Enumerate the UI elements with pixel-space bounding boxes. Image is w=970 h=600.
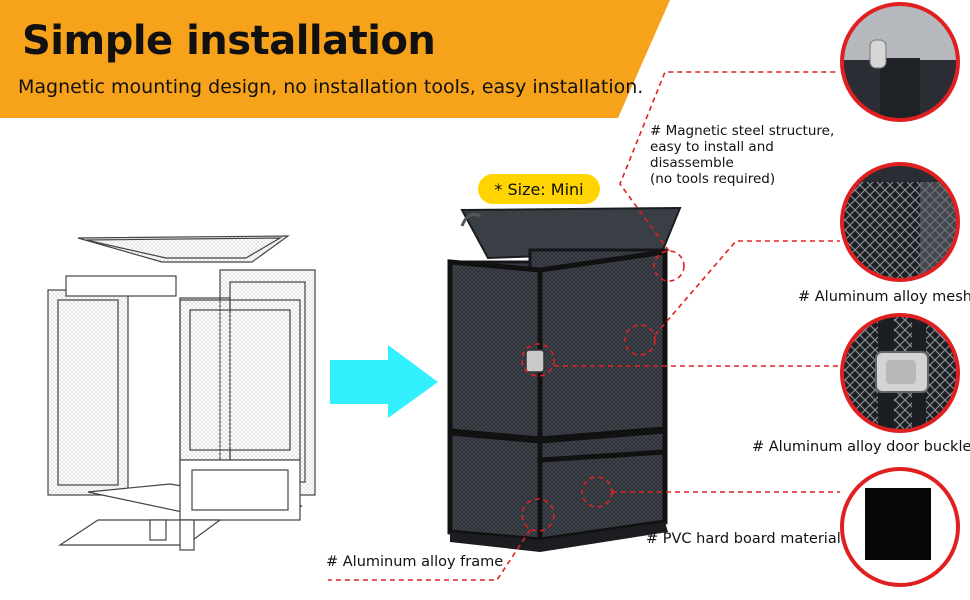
page-subtitle: Magnetic mounting design, no installatio… — [18, 76, 644, 98]
callout-magnetic-line1: # Magnetic steel structure, — [650, 123, 835, 139]
zoom-aluminum-mesh — [840, 162, 960, 282]
size-badge: * Size: Mini — [478, 174, 600, 204]
banner-shape — [0, 0, 670, 118]
page-title: Simple installation — [22, 18, 436, 64]
zoom-magnetic-structure — [840, 2, 960, 122]
callout-aluminum-mesh: # Aluminum alloy mesh — [798, 289, 970, 305]
header-banner: Simple installation Magnetic mounting de… — [0, 0, 970, 118]
callout-lines — [328, 71, 840, 581]
callout-pvc-board: # PVC hard board material — [646, 531, 841, 547]
callout-magnetic-line2: easy to install and disassemble — [650, 139, 774, 171]
arrow-right-icon — [330, 345, 438, 418]
callout-magnetic-structure: # Magnetic steel structure, easy to inst… — [650, 123, 850, 187]
callout-magnetic-line3: (no tools required) — [650, 171, 776, 187]
enclosure-photo — [447, 206, 682, 552]
zoom-door-buckle — [840, 313, 960, 433]
callout-aluminum-frame: # Aluminum alloy frame — [326, 554, 504, 570]
zoom-pvc-board — [840, 467, 960, 587]
callout-door-buckle: # Aluminum alloy door buckle — [752, 439, 970, 455]
exploded-assembly-drawing — [47, 235, 316, 551]
